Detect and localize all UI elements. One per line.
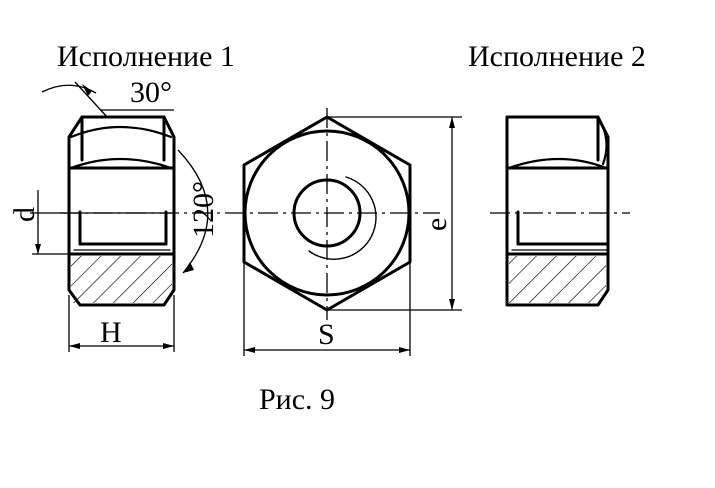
across-corners-label: e (420, 218, 453, 231)
chamfer-angle-marker (41, 81, 174, 119)
height-label: H (100, 316, 122, 349)
variant-1-outline (67, 115, 176, 307)
across-flats-dimension (243, 262, 411, 356)
hex-angle-label: 120° (187, 181, 220, 238)
across-corners-dimension (327, 116, 462, 311)
variant-1-side-view (67, 115, 176, 307)
variant-2-outline (505, 115, 610, 307)
height-dimension (68, 295, 175, 352)
variant-1-chamfer-arcs (69, 125, 173, 170)
across-flats-label: S (318, 318, 335, 351)
variant-2-label: Исполнение 2 (468, 40, 646, 73)
thread-diameter-dimension (30, 190, 80, 255)
variant-2-section-hatch (509, 256, 606, 303)
thread-arc (308, 176, 377, 260)
variant-2-chamfer-arcs (507, 115, 608, 170)
hex-angle-arc (177, 149, 209, 274)
variant-1-section-hatch (71, 256, 172, 303)
chamfer-angle-label: 30° (130, 76, 172, 109)
figure-caption: Рис. 9 (259, 383, 335, 416)
thread-diameter-label: d (8, 207, 41, 222)
variant-1-label: Исполнение 1 (57, 40, 235, 73)
variant-2-side-view (505, 115, 610, 307)
